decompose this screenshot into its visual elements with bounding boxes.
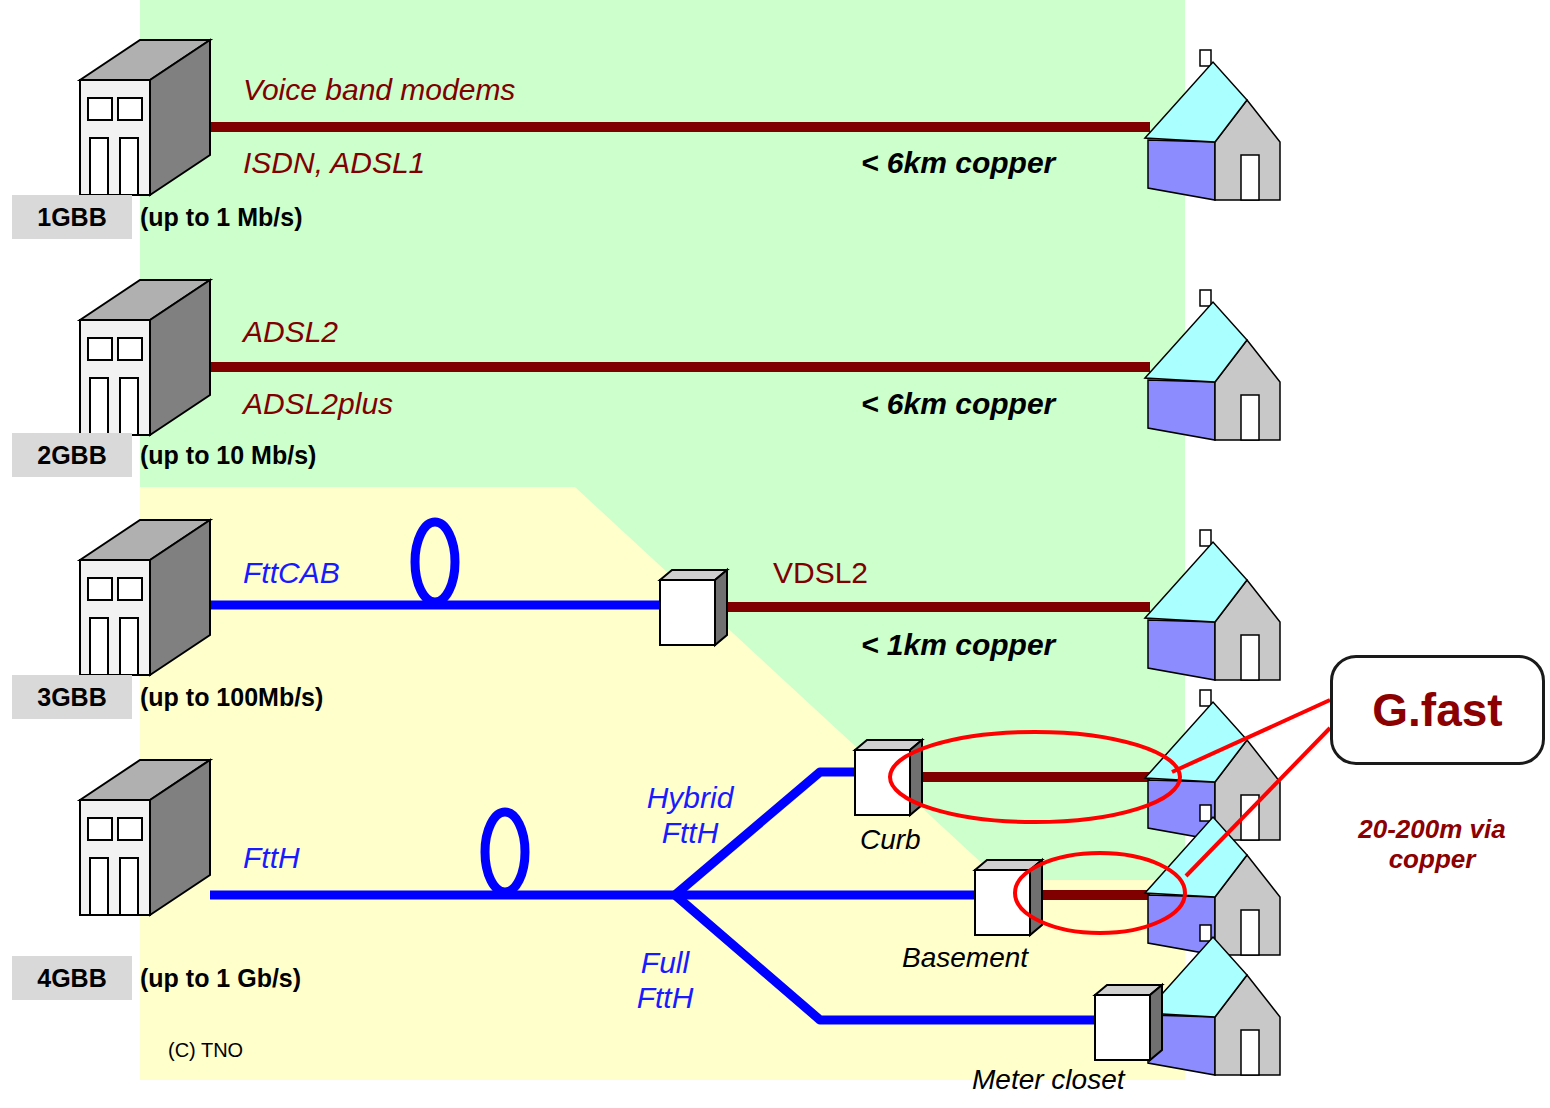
fibre-loop [485, 812, 525, 892]
node-text: 3GBB [37, 683, 106, 712]
house [1145, 530, 1280, 680]
label: < 6km copper [861, 387, 1055, 422]
copper-line [210, 362, 1150, 372]
gfast-ellipse [890, 732, 1180, 822]
copper-line [210, 122, 1150, 132]
label: Meter closet [972, 1064, 1125, 1096]
label: FttH [243, 841, 300, 876]
central-office [80, 520, 210, 675]
label: FttCAB [243, 556, 340, 591]
generation-tag: 4GBB [12, 956, 132, 1000]
generation-tag: 2GBB [12, 433, 132, 477]
copper-line [1040, 890, 1150, 900]
copper-line [720, 602, 1150, 612]
central-office [80, 760, 210, 915]
generation-tag: 3GBB [12, 675, 132, 719]
node-text: G.fast [1372, 683, 1502, 737]
node-text: 4GBB [37, 964, 106, 993]
gfast-ellipse [1015, 853, 1185, 933]
meter-closet-box [1095, 985, 1162, 1060]
label: Voice band modems [243, 73, 515, 108]
label: Curb [860, 824, 921, 856]
label: VDSL2 [773, 556, 868, 591]
label: (up to 1 Mb/s) [140, 203, 302, 232]
house [1145, 50, 1280, 200]
node-text: 2GBB [37, 441, 106, 470]
copper-line [920, 772, 1150, 782]
street-cabinet [660, 570, 727, 645]
fibre-loop [415, 522, 455, 602]
callout-box: G.fast [1330, 655, 1545, 765]
label: Full FttH [615, 946, 715, 1015]
node-text: 1GBB [37, 203, 106, 232]
leader-line [1186, 728, 1330, 876]
label: Basement [902, 942, 1028, 974]
generation-tag: 1GBB [12, 195, 132, 239]
house [1145, 925, 1280, 1075]
label: Hybrid FttH [630, 781, 750, 850]
label: < 1km copper [861, 628, 1055, 663]
gfast-marks [890, 700, 1330, 933]
leader-line [1172, 700, 1330, 772]
central-office [80, 280, 210, 435]
label: ISDN, ADSL1 [243, 146, 425, 181]
label: (C) TNO [168, 1039, 243, 1062]
house [1145, 290, 1280, 440]
label: (up to 100Mb/s) [140, 683, 323, 712]
label: (up to 10 Mb/s) [140, 441, 316, 470]
central-office [80, 40, 210, 195]
label: ADSL2plus [243, 387, 393, 422]
fibre-region [140, 487, 1185, 1080]
label: 20-200m via copper [1337, 815, 1527, 875]
house [1145, 805, 1280, 955]
fibre-line [210, 891, 977, 900]
copper-lines [210, 127, 1150, 895]
fibre-lines [210, 522, 1097, 1020]
label: (up to 1 Gb/s) [140, 964, 301, 993]
label: < 6km copper [861, 146, 1055, 181]
label: ADSL2 [243, 315, 338, 350]
